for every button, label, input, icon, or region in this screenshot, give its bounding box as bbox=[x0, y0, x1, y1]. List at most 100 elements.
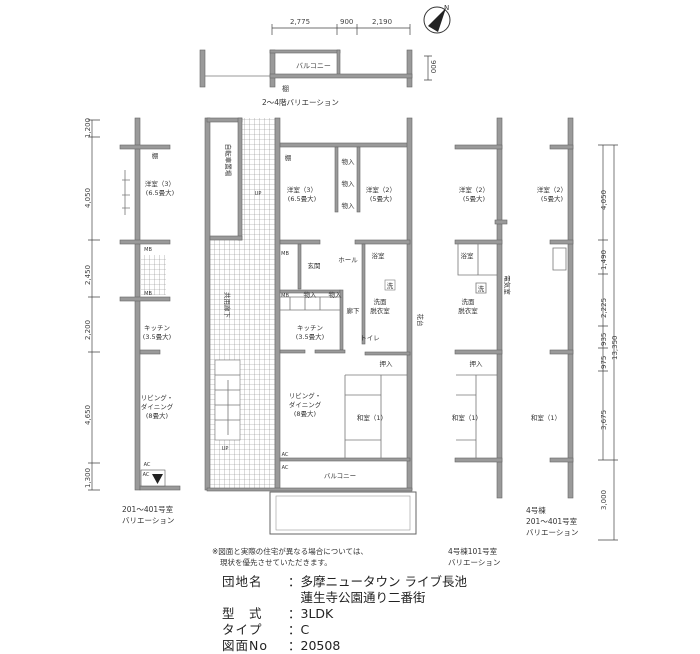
dim-top-side: 900 bbox=[429, 60, 437, 73]
w101-washroom-1: 洗面 bbox=[462, 297, 476, 306]
left-kitchen-size: (3.5畳大) bbox=[143, 332, 171, 341]
washer-label: 洗 bbox=[387, 281, 394, 290]
electric-room-label: 電気室 bbox=[503, 275, 512, 295]
triangle-marker-icon bbox=[152, 474, 163, 484]
w101-bedroom2-size: (5畳大) bbox=[463, 194, 485, 203]
main-plan: 自転車置場 UP UP 共用廊下 棚 洋室（3） (6.5畳大) 洋室（2） (… bbox=[204, 117, 425, 535]
top-variation: 2,775 900 2,190 バルコニー 棚 900 2〜4階バリエーション bbox=[199, 18, 437, 107]
dim-left-1: 1,200 bbox=[84, 118, 92, 138]
dim-right-7: 3,000 bbox=[600, 490, 608, 510]
top-balcony-label: バルコニー bbox=[296, 62, 331, 70]
left-living-label-1: リビング・ bbox=[141, 393, 174, 402]
main-mb2: MB bbox=[281, 293, 289, 299]
disclaimer-note: ※図面と実際の住宅が異なる場合については、 現状を優先させていただきます。 bbox=[212, 546, 368, 568]
left-bedroom3-size: (6.5畳大) bbox=[146, 188, 174, 197]
info-key: 団地名 bbox=[222, 574, 263, 589]
main-bedroom3-size: (6.5畳大) bbox=[288, 194, 316, 203]
left-living-label-2: ダイニング bbox=[141, 402, 174, 411]
top-shelf-label: 棚 bbox=[282, 84, 289, 93]
entrance-label: 玄関 bbox=[308, 261, 321, 270]
dim-left-4: 2,200 bbox=[84, 320, 92, 340]
main-living-label-1: リビング・ bbox=[289, 391, 322, 400]
dim-right-3: 2,225 bbox=[600, 298, 608, 318]
top-variation-caption: 2〜4階バリエーション bbox=[262, 97, 339, 107]
w4-caption-3: バリエーション bbox=[526, 528, 578, 537]
info-key: 図面No bbox=[222, 638, 268, 653]
left-ac1: AC bbox=[144, 462, 151, 468]
flower-stand-label: 花台 bbox=[416, 314, 425, 327]
w4-japanese-label: 和室（1） bbox=[531, 413, 561, 422]
property-info: 団地名：多摩ニュータウン ライブ長池 蓮生寺公園通り二番街 型 式：3LDK タ… bbox=[222, 574, 467, 654]
w101-caption-2: バリエーション bbox=[448, 558, 500, 567]
info-value: 多摩ニュータウン ライブ長池 bbox=[300, 574, 467, 589]
left-ac2: AC bbox=[143, 472, 150, 478]
info-value: 20508 bbox=[300, 638, 341, 653]
note-line-1: ※図面と実際の住宅が異なる場合については、 bbox=[212, 547, 368, 556]
main-bedroom2-label: 洋室（2） bbox=[366, 185, 396, 194]
main-kitchen-label: キッチン bbox=[297, 324, 323, 332]
info-row-name: 団地名：多摩ニュータウン ライブ長池 bbox=[222, 574, 467, 589]
main-shelf: 棚 bbox=[285, 153, 292, 162]
storage-5: 物入 bbox=[329, 290, 343, 299]
note-line-2: 現状を優先させていただきます。 bbox=[220, 558, 332, 567]
left-wing-variation: 1,200 4,050 2,450 2,200 4,650 1,300 棚 洋室… bbox=[84, 117, 181, 525]
up-label-1: UP bbox=[255, 191, 262, 197]
north-compass-icon: N bbox=[423, 4, 451, 34]
corridor-label: 廊下 bbox=[347, 306, 361, 315]
w101-washer-label: 洗 bbox=[478, 284, 485, 293]
w4-bedroom2-size: (5畳大) bbox=[541, 194, 563, 203]
storage-3: 物入 bbox=[342, 201, 356, 210]
dim-right-1: 4,050 bbox=[600, 190, 608, 210]
main-living-size: (8畳大) bbox=[294, 409, 316, 418]
dim-left-2: 4,050 bbox=[84, 188, 92, 208]
info-key: 型 式 bbox=[222, 606, 263, 621]
dim-right-2: 1,490 bbox=[600, 250, 608, 270]
w4-caption-2: 201〜401号室 bbox=[526, 516, 578, 526]
hall-label: ホール bbox=[338, 256, 358, 264]
w101-japanese-label: 和室（1） bbox=[452, 413, 482, 422]
left-mb1: MB bbox=[144, 247, 152, 253]
main-balcony-label: バルコニー bbox=[324, 472, 356, 480]
main-mb1: MB bbox=[281, 251, 289, 257]
storage-2: 物入 bbox=[342, 179, 356, 188]
main-japanese-room-label: 和室（1） bbox=[357, 413, 387, 422]
washroom-label-1: 洗面 bbox=[374, 297, 388, 306]
w4-caption-1: 4号棟 bbox=[526, 505, 546, 515]
wing-101-variation: 洋室（2） (5畳大) 浴室 洗 洗面 脱衣室 電気室 押入 和室（1） 4号棟… bbox=[448, 117, 512, 567]
dim-top-3: 2,190 bbox=[372, 18, 392, 26]
dim-right-4: 935 bbox=[600, 333, 608, 346]
compass-label: N bbox=[444, 4, 449, 12]
info-value: C bbox=[300, 622, 310, 637]
left-shelf: 棚 bbox=[152, 151, 159, 160]
dim-left-3: 2,450 bbox=[84, 265, 92, 285]
toilet-label: トイレ bbox=[360, 334, 380, 342]
w101-washroom-2: 脱衣室 bbox=[458, 306, 478, 315]
left-living-size: (8畳大) bbox=[146, 411, 168, 420]
left-caption-2: バリエーション bbox=[122, 516, 174, 525]
dim-right-total: 13,350 bbox=[611, 336, 619, 361]
dim-right-5: 975 bbox=[600, 356, 608, 369]
main-kitchen-size: (3.5畳大) bbox=[296, 332, 324, 341]
dim-right-6: 3,675 bbox=[600, 410, 608, 430]
info-row-subtype: タイプ：C bbox=[222, 622, 310, 637]
info-key: タイプ bbox=[222, 622, 263, 637]
washroom-label-2: 脱衣室 bbox=[370, 306, 390, 315]
w101-bath-label: 浴室 bbox=[461, 251, 475, 260]
w4-bedroom2-label: 洋室（2） bbox=[537, 185, 567, 194]
main-ac2: AC bbox=[282, 465, 289, 471]
bicycle-parking-label: 自転車置場 bbox=[224, 144, 233, 177]
public-corridor-label: 共用廊下 bbox=[223, 292, 232, 319]
info-value: 3LDK bbox=[300, 606, 334, 621]
left-mb2: MB bbox=[144, 291, 152, 297]
up-label-2: UP bbox=[222, 446, 229, 452]
info-row-name-2: 蓮生寺公園通り二番街 bbox=[222, 590, 467, 606]
main-ac1: AC bbox=[282, 452, 289, 458]
bath-label: 浴室 bbox=[372, 251, 386, 260]
info-value: 蓮生寺公園通り二番街 bbox=[300, 590, 426, 605]
left-bedroom3-label: 洋室（3） bbox=[145, 179, 175, 188]
wing-4-variation: 洋室（2） (5畳大) 和室（1） 4,050 1,490 2,225 935 … bbox=[526, 117, 619, 541]
info-row-drawing-no: 図面No：20508 bbox=[222, 638, 341, 653]
dim-left-5: 4,650 bbox=[84, 405, 92, 425]
w101-closet-label: 押入 bbox=[470, 359, 484, 368]
